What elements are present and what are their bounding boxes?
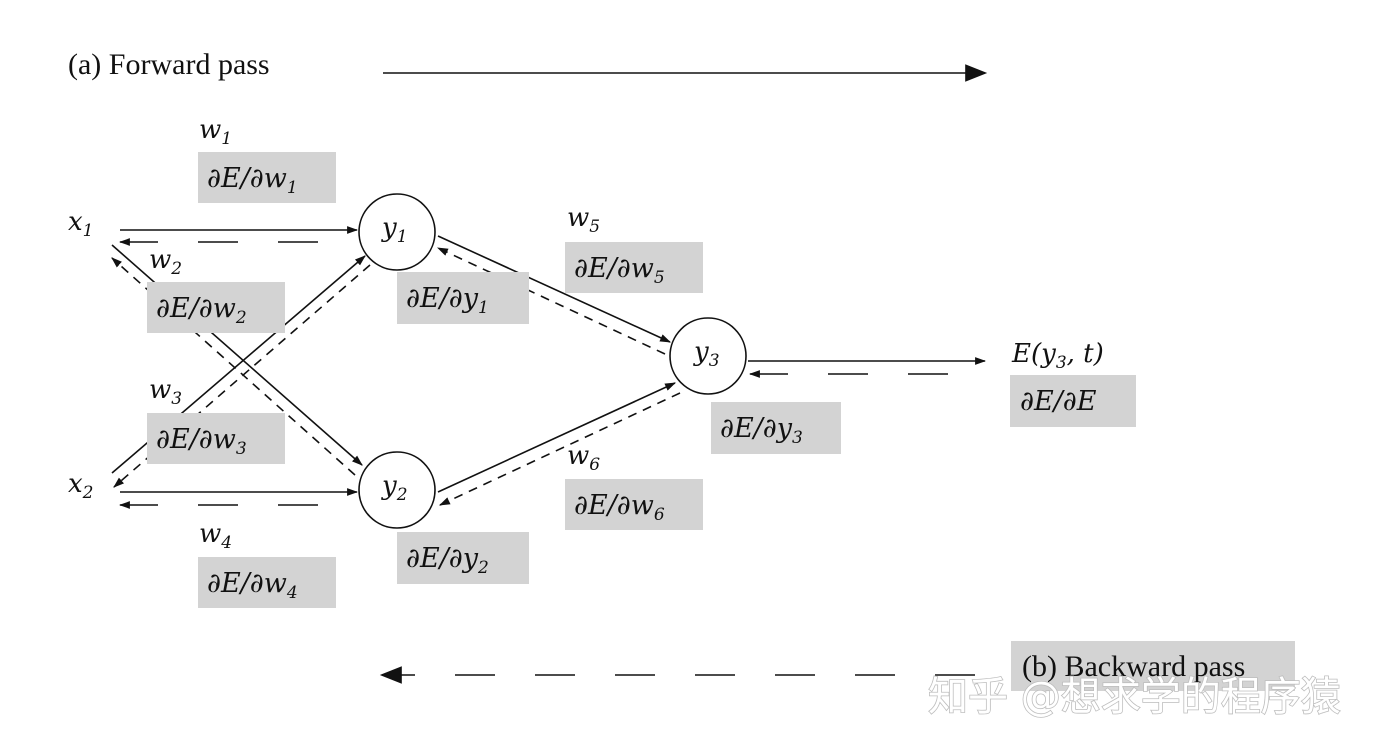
grad-box-y3	[711, 402, 841, 454]
grad-box-w4	[198, 557, 336, 608]
edge-x1-y2-backward	[111, 257, 356, 476]
grad-y3-label: ∂E/∂y3	[720, 413, 803, 448]
edge-y1-y3-forward	[437, 235, 672, 343]
edge-y2-y3-forward	[437, 382, 676, 493]
grad-box-w6	[565, 479, 703, 530]
backward-pass-title-box	[1011, 641, 1295, 691]
grad-w6-label: ∂E/∂w6	[574, 490, 665, 525]
grad-y1-label: ∂E/∂y1	[406, 283, 489, 318]
weight-w1-label: w1	[199, 115, 232, 149]
weight-w4-label: w4	[199, 519, 232, 553]
grad-w5-label: ∂E/∂w5	[574, 253, 665, 288]
node-y2-label: y2	[381, 471, 408, 505]
weight-w3-label: w3	[149, 375, 182, 409]
grad-y2-label: ∂E/∂y2	[406, 543, 489, 578]
grad-box-y2	[397, 532, 529, 584]
node-y1-label: y1	[381, 213, 408, 247]
grad-box-y1	[397, 272, 529, 324]
edge-y1-y3-backward	[437, 247, 666, 355]
grad-box-w2	[147, 282, 285, 333]
weight-w6-label: w6	[567, 441, 600, 475]
output-error-label: E(y3, t)	[1011, 339, 1104, 373]
weight-w2-label: w2	[149, 245, 182, 279]
edge-x1-y2-forward	[111, 244, 363, 466]
grad-w3-label: ∂E/∂w3	[156, 424, 247, 459]
grad-w4-label: ∂E/∂w4	[207, 568, 298, 603]
backward-pass-title: (b) Backward pass	[1022, 650, 1245, 683]
grad-box-w1	[198, 152, 336, 203]
grad-box-error	[1010, 375, 1136, 427]
grad-error-label: ∂E/∂E	[1020, 386, 1097, 417]
node-y3-label: y3	[693, 337, 720, 371]
node-y1	[358, 193, 436, 271]
forward-pass-title: (a) Forward pass	[68, 48, 270, 81]
edge-y2-y3-backward	[439, 392, 681, 506]
input-x1-label: x1	[68, 207, 94, 241]
edge-x2-y1-backward	[113, 264, 371, 488]
weight-w5-label: w5	[567, 203, 600, 237]
input-x2-label: x2	[68, 469, 94, 503]
grad-box-w3	[147, 413, 285, 464]
grad-w1-label: ∂E/∂w1	[207, 163, 298, 198]
node-y3	[669, 317, 747, 395]
node-y2	[358, 451, 436, 529]
grad-w2-label: ∂E/∂w2	[156, 293, 247, 328]
grad-box-w5	[565, 242, 703, 293]
watermark: 知乎 @想求学的程序猿	[928, 674, 1341, 720]
